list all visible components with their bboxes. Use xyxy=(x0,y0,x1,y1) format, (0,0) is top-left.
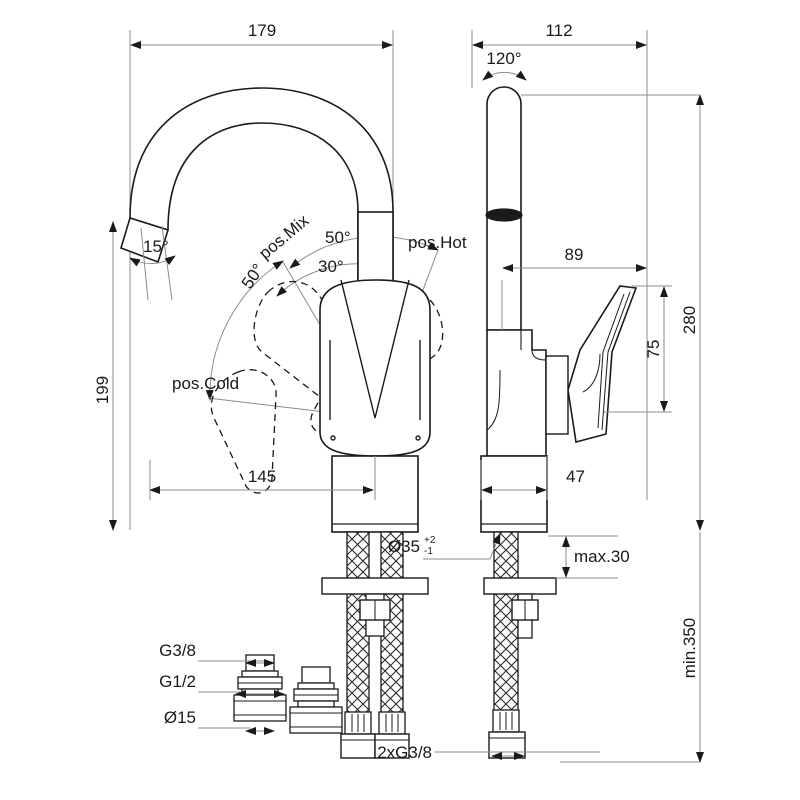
dim-body-height: 280 xyxy=(521,94,704,531)
dim-thread-top: G3/8 xyxy=(159,641,275,667)
label-max-deck-thickness: max.30 xyxy=(574,547,630,566)
dim-min-hose-length: min.350 xyxy=(560,532,704,763)
spout-column-side xyxy=(485,86,523,331)
mixer-base-side xyxy=(480,455,548,533)
dim-spout-height: 199 xyxy=(93,221,117,531)
label-angle-cold-mix: 50° xyxy=(238,260,268,292)
side-view: 112 120° 8 xyxy=(377,21,704,763)
dim-lever-height: 75 xyxy=(604,285,672,413)
label-hole-tol-plus: +2 xyxy=(424,535,436,546)
dim-thread-body: G1/2 xyxy=(159,672,285,698)
label-overall-depth: 112 xyxy=(545,21,572,40)
label-angle-centre-hot: 50° xyxy=(325,228,351,247)
label-lever-height: 75 xyxy=(644,340,663,359)
label-pos-mix: pos.Mix xyxy=(255,211,312,264)
label-thread-body: G1/2 xyxy=(159,672,196,691)
dim-spout-reach: 145 xyxy=(149,456,376,500)
label-min-hose-length: min.350 xyxy=(680,618,699,678)
dim-overall-depth: 112 xyxy=(471,21,648,500)
label-hole-diameter: Ø35 xyxy=(388,537,420,556)
label-lever-reach: 89 xyxy=(565,245,584,264)
mixer-body xyxy=(319,279,431,457)
flexible-hose-side xyxy=(483,531,557,759)
dim-max-deck-thickness: max.30 xyxy=(548,535,630,579)
svg-text:Ø35: Ø35 xyxy=(388,537,420,556)
dim-body-depth: 47 xyxy=(480,456,585,500)
label-tube-diameter: Ø15 xyxy=(164,708,196,727)
flexible-hoses-front xyxy=(321,531,429,759)
label-spout-reach: 145 xyxy=(248,467,276,486)
label-body-height: 280 xyxy=(680,306,699,334)
label-outlet-angle: 15° xyxy=(143,237,169,256)
label-spout-height: 199 xyxy=(93,376,112,404)
dim-hole-diameter: Ø35 +2 -1 xyxy=(388,533,501,560)
connector-fittings: G3/8 G1/2 Ø15 xyxy=(159,641,343,735)
label-hole-tol-minus: -1 xyxy=(424,546,433,557)
dim-hose-connection: 2xG3/8 xyxy=(377,743,600,762)
front-view: 15° 199 50° 50° 30° pos.Mix pos.Hot pos.… xyxy=(93,30,467,759)
label-swivel-angle: 120° xyxy=(486,49,521,68)
dim-swivel-angle: 120° xyxy=(482,49,527,81)
label-hose-connection: 2xG3/8 xyxy=(377,743,432,762)
label-pos-hot: pos.Hot xyxy=(408,233,467,252)
label-body-depth: 47 xyxy=(566,467,585,486)
handle-lever-front xyxy=(329,279,421,441)
dim-tube-diameter: Ø15 xyxy=(164,708,275,735)
label-angle-mix-centre: 30° xyxy=(318,257,344,276)
dim-lever-reach: 89 xyxy=(501,245,647,330)
label-thread-top: G3/8 xyxy=(159,641,196,660)
dim-outlet-angle: 15° xyxy=(129,225,176,301)
mixer-body-side xyxy=(486,329,547,457)
label-overall-width: 179 xyxy=(248,21,276,40)
handle-lever-side xyxy=(545,285,638,444)
label-pos-cold: pos.Cold xyxy=(172,374,239,393)
neck-column xyxy=(357,211,394,291)
